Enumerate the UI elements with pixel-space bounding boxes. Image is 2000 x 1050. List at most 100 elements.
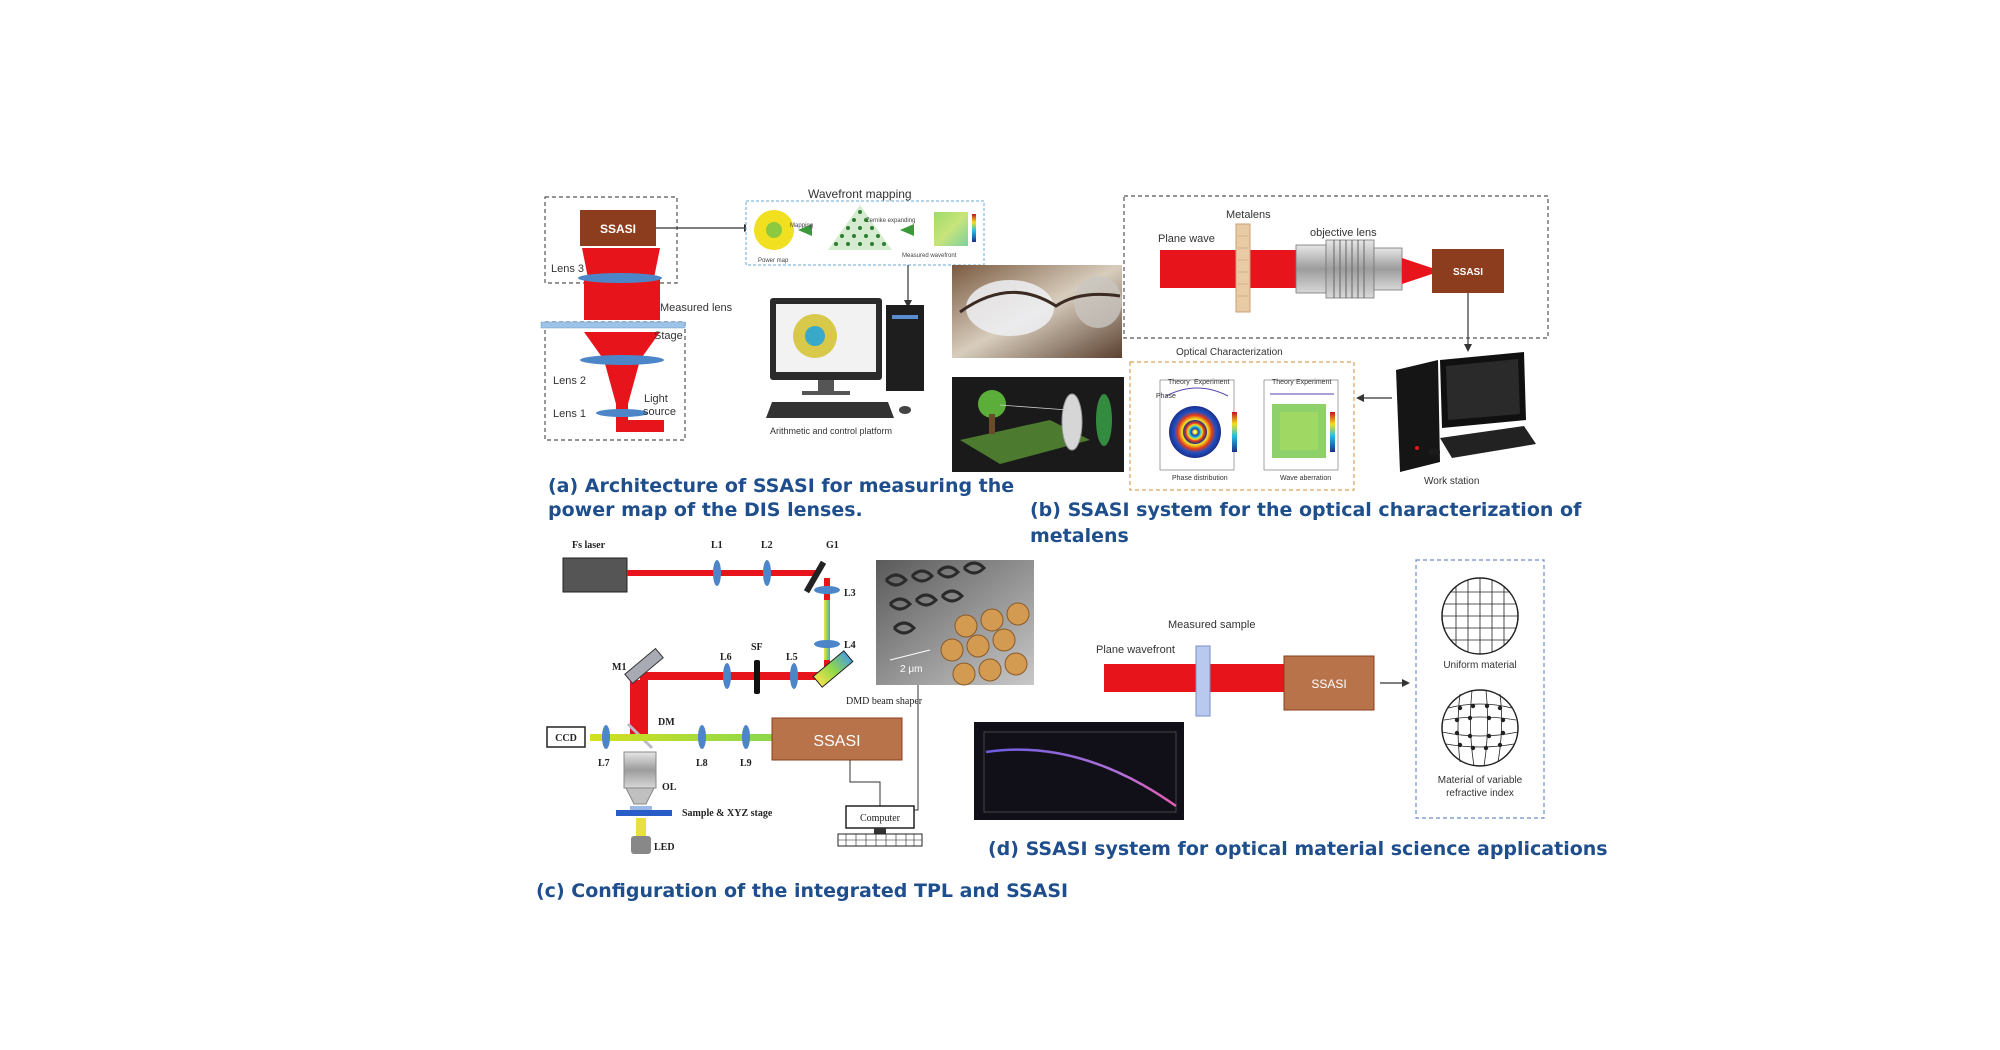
ol-label: OL	[662, 782, 677, 793]
variable-material-label-1: Material of variable	[1438, 775, 1523, 786]
beam-dmd-colored	[824, 600, 830, 660]
ssasi-box-a	[580, 210, 656, 246]
l8-shape	[698, 725, 706, 749]
ssasi-label-c: SSASI	[813, 733, 860, 750]
lens1-shape	[596, 409, 648, 417]
beam-to-ssasi	[762, 734, 772, 741]
sf-shape	[754, 660, 760, 694]
tower-a-light	[892, 315, 918, 319]
lens2-label: Lens 2	[553, 375, 586, 387]
beam-m1-down	[630, 680, 648, 740]
aberration-plot-frame	[1263, 379, 1339, 471]
measured-sample-plate	[1195, 645, 1211, 717]
phase-curve	[1165, 387, 1229, 397]
l8-label: L8	[696, 758, 708, 769]
platform-label: Arithmetic and control platform	[770, 426, 892, 436]
phase-rings-inner	[1183, 420, 1207, 444]
power-map-core	[766, 222, 782, 238]
led-shape	[631, 836, 651, 854]
beam-green	[590, 734, 762, 741]
ccd-label: CCD	[555, 733, 577, 744]
wavefront-power-map: Power map	[758, 258, 789, 264]
led-beam	[636, 818, 646, 838]
dmd-shape	[812, 650, 854, 688]
l5-shape	[790, 663, 798, 689]
beam-source-foot	[616, 420, 664, 432]
refraction-curve	[985, 748, 1177, 808]
sem-spirals	[884, 561, 987, 635]
panel-a: SSASI Lens 3 Measured lens Stage Lens 2 …	[540, 187, 1124, 521]
metalens-ticks	[1238, 235, 1248, 297]
scene-tree-trunk	[989, 414, 995, 434]
experiment-label-2: Experiment	[1296, 379, 1331, 386]
phase-colorbar	[1232, 412, 1237, 452]
scene-ray	[999, 404, 1069, 411]
l7-shape	[602, 725, 610, 749]
l5-label: L5	[786, 652, 798, 663]
phase-distribution-label: Phase distribution	[1172, 475, 1228, 482]
measured-wavefront-colorbar	[972, 214, 976, 242]
beam-laser-out	[627, 570, 817, 576]
glasses-lens-2	[1074, 276, 1122, 328]
ssasi-box-b	[1432, 249, 1504, 293]
lens2-shape	[580, 355, 664, 365]
theory-label-2: Theory	[1272, 379, 1294, 386]
beam-return	[640, 672, 826, 680]
measured-lens-label: Measured lens	[660, 302, 733, 314]
ssasi-label-d: SSASI	[1311, 677, 1346, 691]
wave-aberration-label: Wave aberration	[1280, 475, 1331, 482]
optical-char-title: Optical Characterization	[1176, 347, 1283, 358]
l3-shape	[814, 586, 840, 594]
scene-lens-disc	[1061, 393, 1083, 451]
fs-laser-label: Fs laser	[572, 540, 606, 551]
arrow-head-char	[1356, 394, 1364, 402]
plane-wave-label: Plane wave	[1158, 233, 1215, 245]
ws-red-dot	[1415, 446, 1419, 450]
beam-bottom-cone	[604, 360, 640, 404]
m1-shape	[624, 647, 664, 685]
ssasi-box-c	[771, 717, 903, 761]
ccd-box	[546, 726, 586, 748]
l4-label: L4	[844, 640, 856, 651]
refraction-photo	[974, 722, 1184, 820]
l4-shape	[814, 640, 840, 648]
light-source-label-2: source	[643, 406, 676, 418]
scene-green-plate	[1096, 394, 1112, 446]
metalens-plate	[1235, 223, 1251, 313]
caption-d: (d) SSASI system for optical material sc…	[988, 838, 1608, 860]
l6-shape	[723, 663, 731, 689]
monitor-a-stand	[818, 380, 834, 392]
sem-scale-label: 2 μm	[900, 664, 922, 675]
ws-keyboard	[1440, 426, 1536, 458]
beam-lower-cone	[584, 332, 660, 360]
caption-b-line1: (b) SSASI system for the optical charact…	[1030, 499, 1582, 521]
ol-body	[623, 751, 657, 789]
ssasi-label-b: SSASI	[1453, 267, 1483, 278]
aberration-colorbar	[1330, 412, 1335, 452]
dm-label: DM	[658, 717, 675, 728]
l6-label: L6	[720, 652, 732, 663]
caption-a-line1: (a) Architecture of SSASI for measuring …	[548, 475, 1014, 497]
computer-label: Computer	[860, 813, 901, 824]
variable-material-grid	[1441, 689, 1519, 767]
focused-beam	[1402, 258, 1432, 284]
l2-shape	[763, 560, 771, 586]
ssasi-label-a: SSASI	[600, 222, 636, 236]
arrow-head-materials	[1402, 679, 1410, 687]
glasses-photo	[952, 265, 1122, 358]
l3-label: L3	[844, 588, 856, 599]
lens1-label: Lens 1	[553, 408, 586, 420]
sem-gold-cells	[940, 602, 1030, 686]
measured-wavefront-map	[934, 212, 968, 246]
sample-stage-shape	[616, 810, 672, 816]
wavefront-title: Wavefront mapping	[808, 187, 912, 201]
experiment-label-1: Experiment	[1194, 379, 1229, 386]
variable-material-label-2: refractive index	[1446, 788, 1514, 799]
g1-label: G1	[826, 540, 839, 551]
l2-label: L2	[761, 540, 773, 551]
theory-label-1: Theory	[1168, 379, 1190, 386]
sem-image: 2 μm	[876, 560, 1034, 686]
sample-stage-label: Sample & XYZ stage	[682, 808, 773, 819]
led-label: LED	[654, 842, 675, 853]
